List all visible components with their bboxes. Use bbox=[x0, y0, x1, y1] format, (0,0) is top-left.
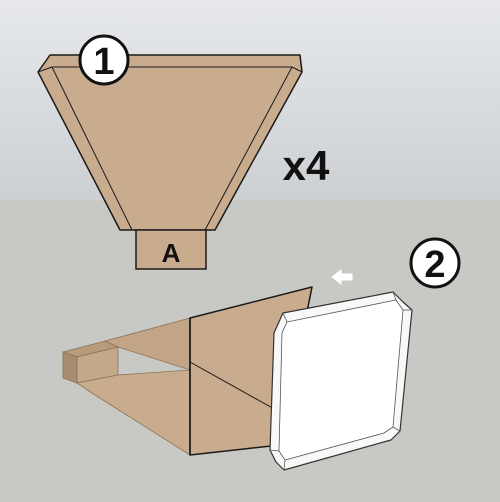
white-frame-panel bbox=[269, 291, 413, 471]
trapezoid-panel bbox=[37, 54, 303, 231]
step-1-badge: 1 bbox=[78, 34, 130, 86]
step-2-number: 2 bbox=[424, 244, 445, 286]
left-arrow-icon bbox=[331, 268, 353, 286]
step-1-number: 1 bbox=[93, 41, 114, 83]
tab-a: A bbox=[135, 229, 207, 270]
tab-a-label: A bbox=[162, 238, 181, 268]
quantity-multiplier: x4 bbox=[283, 142, 330, 189]
step-2-badge: 2 bbox=[409, 237, 461, 289]
